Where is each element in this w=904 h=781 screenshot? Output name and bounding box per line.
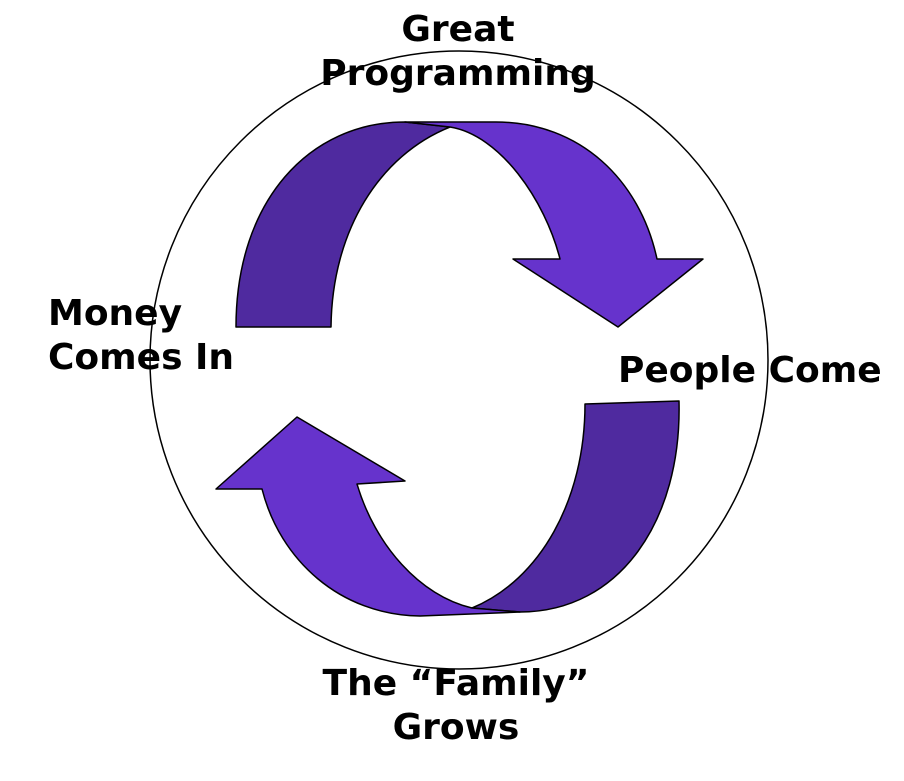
label-top-line1: Great — [401, 9, 515, 50]
label-left-line1: Money — [48, 293, 183, 334]
lower-arrow — [215, 400, 680, 617]
lower-arrow-inner-band — [471, 400, 680, 613]
lower-arrow-outer-band — [215, 416, 521, 617]
label-bottom-line1: The “Family” — [322, 663, 590, 704]
upper-arrow-outer-band — [404, 121, 704, 328]
label-bottom-line2: Grows — [392, 707, 520, 748]
label-people-come: People Come — [618, 349, 898, 393]
cycle-circle — [149, 50, 769, 670]
label-family-grows: The “Family” Grows — [296, 662, 616, 750]
label-money-comes-in: Money Comes In — [48, 292, 278, 380]
label-great-programming: Great Programming — [298, 8, 618, 96]
label-left-line2: Comes In — [48, 337, 235, 378]
label-top-line2: Programming — [320, 53, 596, 94]
upper-arrow — [235, 121, 704, 328]
label-right-line1: People Come — [618, 350, 882, 391]
